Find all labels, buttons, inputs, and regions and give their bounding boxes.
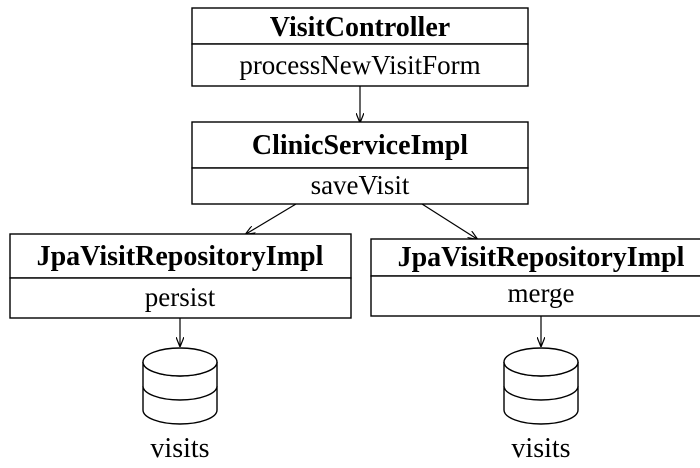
- clinic-service-impl-box: ClinicServiceImpl saveVisit: [191, 121, 529, 205]
- database-label: visits: [150, 433, 209, 464]
- class-header: [370, 238, 700, 277]
- jpa-repository-merge-box: JpaVisitRepositoryImpl merge: [370, 238, 700, 317]
- class-name: JpaVisitRepositoryImpl: [37, 241, 324, 272]
- method-name: processNewVisitForm: [239, 50, 480, 80]
- method-compartment: [191, 43, 529, 87]
- call-arrow: [421, 203, 477, 239]
- visit-controller-box: VisitController processNewVisitForm: [191, 7, 529, 87]
- jpa-repository-persist-box: JpaVisitRepositoryImpl persist: [9, 233, 352, 319]
- method-name: merge: [508, 278, 575, 308]
- class-header: [191, 7, 529, 45]
- class-name: VisitController: [270, 12, 450, 43]
- method-compartment: [9, 277, 352, 319]
- method-name: saveVisit: [311, 170, 410, 200]
- method-name: persist: [145, 282, 216, 312]
- class-name: JpaVisitRepositoryImpl: [398, 242, 685, 273]
- method-compartment: [191, 167, 529, 205]
- class-name: ClinicServiceImpl: [252, 130, 468, 161]
- call-arrow: [246, 203, 297, 234]
- database-icon: [142, 347, 218, 425]
- database-label: visits: [511, 433, 570, 464]
- class-header: [9, 233, 352, 279]
- database-icon: [503, 347, 579, 425]
